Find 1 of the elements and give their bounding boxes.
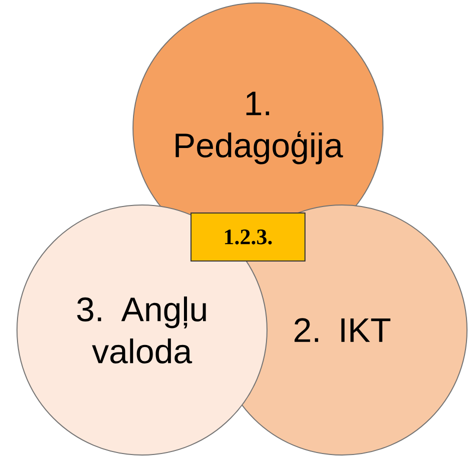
- label-box: 1.2.3.: [190, 212, 306, 262]
